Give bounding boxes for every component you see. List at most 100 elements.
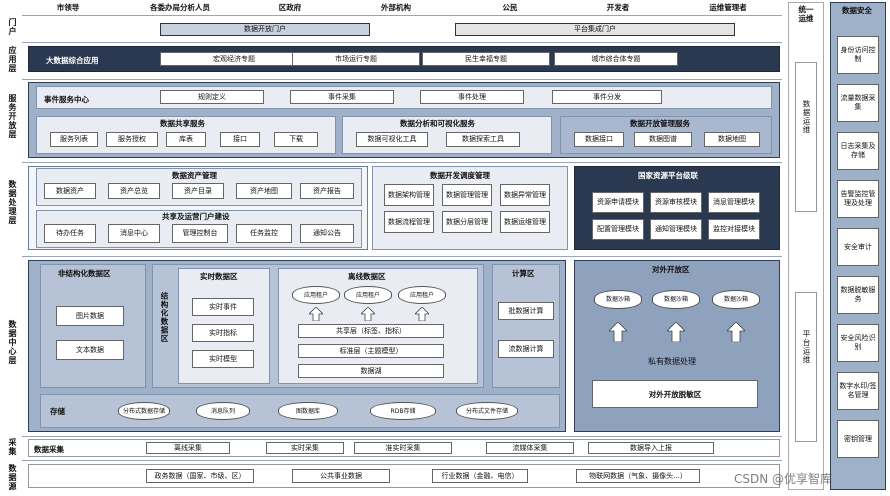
realtime-item-0[interactable]: 实时事件 — [192, 298, 254, 316]
compute-item-1[interactable]: 流数据计算 — [498, 340, 554, 358]
compute-panel — [492, 264, 560, 388]
unstruct-panel — [40, 264, 146, 388]
sec-item-5[interactable]: 数据脱敏服务 — [837, 276, 879, 314]
app-item-0[interactable]: 宏观经济专题 — [160, 52, 308, 66]
share-item-1[interactable]: 服务授权 — [106, 132, 158, 147]
dev-item-1[interactable]: 数据管理管理 — [442, 184, 492, 206]
unstruct-item-0[interactable]: 图片数据 — [56, 306, 124, 326]
realtime-item-2[interactable]: 实时模型 — [192, 350, 254, 368]
platform-portal[interactable]: 平台集成门户 — [455, 23, 735, 36]
app-title: 大数据综合应用 — [46, 56, 99, 65]
sec-item-8[interactable]: 密钥管理 — [837, 420, 879, 458]
event-item-2[interactable]: 事件处理 — [420, 90, 524, 104]
user-3: 外部机构 — [381, 3, 411, 12]
ops-item-4[interactable]: 通知公告 — [300, 224, 354, 243]
user-2: 区政府 — [278, 3, 302, 12]
layer-portal: 门户 — [8, 18, 17, 36]
app-item-3[interactable]: 城市综合体专题 — [554, 52, 678, 66]
user-1: 各委办局分析人员 — [150, 3, 210, 12]
ops-item-0[interactable]: 待办任务 — [44, 224, 96, 243]
collect-title: 数据采集 — [34, 445, 64, 454]
collect-item-4[interactable]: 数据导入上报 — [588, 442, 714, 454]
dev-item-5[interactable]: 数据运维管理 — [500, 211, 550, 233]
up-arrow-icon — [414, 306, 430, 322]
ops-title: 共享及运营门户建设 — [162, 212, 230, 221]
ops-item-2[interactable]: 管理控制台 — [172, 224, 228, 243]
collect-item-0[interactable]: 离线采集 — [146, 442, 230, 454]
offline-layer-0[interactable]: 共享层（标签、指标） — [298, 324, 444, 338]
sandbox-1: 数据沙箱 — [652, 290, 700, 309]
realtime-item-1[interactable]: 实时指标 — [192, 324, 254, 342]
user-4: 公民 — [502, 3, 518, 12]
user-5: 开发者 — [606, 3, 630, 12]
app-item-2[interactable]: 民生幸福专题 — [422, 52, 550, 66]
asset-item-3[interactable]: 资产地图 — [236, 183, 292, 199]
share-item-3[interactable]: 接口 — [220, 132, 260, 147]
opensvc-item-2[interactable]: 数据地图 — [704, 132, 760, 147]
offline-layer-2[interactable]: 数据湖 — [298, 364, 444, 378]
asset-item-1[interactable]: 资产总览 — [108, 183, 160, 199]
viz-item-1[interactable]: 数据探索工具 — [446, 132, 520, 147]
nat-item-2[interactable]: 消息管理模块 — [708, 192, 760, 213]
up-arrow-icon — [726, 321, 746, 343]
collect-item-1[interactable]: 实时采集 — [266, 442, 344, 454]
asset-title: 数据资产管理 — [172, 171, 217, 180]
source-item-0[interactable]: 政务数据（国家、市级、区） — [146, 469, 254, 483]
dev-panel — [372, 166, 568, 250]
source-item-1[interactable]: 公共事业数据 — [292, 469, 390, 483]
source-item-2[interactable]: 行业数据（金融、电信） — [432, 469, 528, 483]
viz-item-0[interactable]: 数据可视化工具 — [356, 132, 428, 147]
storage-item-4: 分布式文件存储 — [456, 402, 518, 420]
share-item-4[interactable]: 下载 — [274, 132, 318, 147]
asset-item-0[interactable]: 数据资产 — [44, 183, 96, 199]
sec-item-7[interactable]: 数字水印/签名管理 — [837, 372, 879, 410]
sec-item-0[interactable]: 身份访问控制 — [837, 36, 879, 74]
ops-item-1[interactable]: 消息中心 — [108, 224, 160, 243]
sec-item-1[interactable]: 流量数据采集 — [837, 84, 879, 122]
sec-item-4[interactable]: 安全审计 — [837, 228, 879, 266]
share-item-0[interactable]: 服务列表 — [50, 132, 98, 147]
nat-item-0[interactable]: 资源申请模块 — [592, 192, 644, 213]
offline-layer-1[interactable]: 标准层（主题模型） — [298, 344, 444, 358]
opensvc-item-1[interactable]: 数据图谱 — [634, 132, 692, 147]
dev-title: 数据开发调度管理 — [430, 171, 490, 180]
dev-item-3[interactable]: 数据流程管理 — [384, 211, 434, 233]
event-item-1[interactable]: 事件采集 — [290, 90, 394, 104]
collect-item-2[interactable]: 准实时采集 — [354, 442, 452, 454]
sec-item-2[interactable]: 日志采集及存储 — [837, 132, 879, 170]
user-0: 市领导 — [56, 3, 80, 12]
sec-item-6[interactable]: 安全风险识别 — [837, 324, 879, 362]
sandbox-2: 数据沙箱 — [712, 290, 760, 309]
asset-item-2[interactable]: 资产目录 — [172, 183, 224, 199]
nat-item-4[interactable]: 通知管理模块 — [650, 219, 702, 240]
dev-item-2[interactable]: 数据异常管理 — [500, 184, 550, 206]
source-item-3[interactable]: 物联网数据（气象、摄像头...） — [576, 469, 700, 483]
storage-item-3: RDB存储 — [370, 402, 436, 420]
tenant-1: 应用租户 — [344, 286, 392, 304]
nat-item-1[interactable]: 资源审核模块 — [650, 192, 702, 213]
nat-item-3[interactable]: 配置管理模块 — [592, 219, 644, 240]
opensvc-item-0[interactable]: 数据接口 — [574, 132, 624, 147]
collect-item-3[interactable]: 流媒体采集 — [486, 442, 574, 454]
security-title: 数据安全 — [842, 6, 872, 15]
sandbox-0: 数据沙箱 — [594, 290, 642, 309]
data-ops-label: 数据运维 — [802, 100, 811, 134]
open-portal[interactable]: 数据开放门户 — [160, 23, 370, 36]
nat-item-5[interactable]: 监控对接模块 — [708, 219, 760, 240]
event-item-0[interactable]: 规则定义 — [160, 90, 264, 104]
up-arrow-icon — [360, 306, 376, 322]
dev-item-0[interactable]: 数据架构管理 — [384, 184, 434, 206]
app-item-1[interactable]: 市场运行专题 — [292, 52, 420, 66]
watermark: CSDN @优享智库 — [734, 472, 833, 486]
layer-process: 数据处理层 — [8, 180, 17, 225]
asset-item-4[interactable]: 资产报告 — [300, 183, 354, 199]
event-item-3[interactable]: 事件分发 — [552, 90, 662, 104]
unstruct-item-1[interactable]: 文本数据 — [56, 340, 124, 360]
sec-item-3[interactable]: 告警监控管理及处理 — [837, 180, 879, 218]
ops-item-3[interactable]: 任务监控 — [236, 224, 292, 243]
compute-item-0[interactable]: 批数据计算 — [498, 302, 554, 320]
desens-zone: 对外开放脱敏区 — [592, 380, 758, 408]
layer-collect: 采集 — [8, 438, 17, 456]
share-item-2[interactable]: 库表 — [166, 132, 206, 147]
dev-item-4[interactable]: 数据分层管理 — [442, 211, 492, 233]
